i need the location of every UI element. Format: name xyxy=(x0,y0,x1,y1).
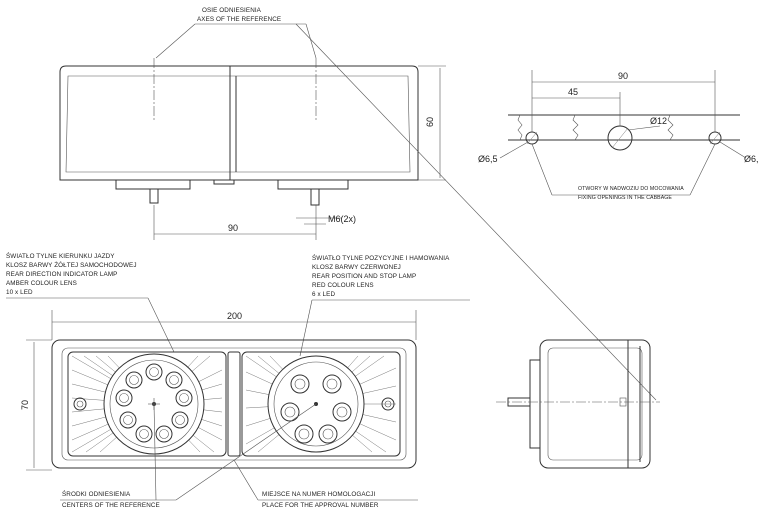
axes-label-en: AXES OF THE REFERENCE xyxy=(197,16,281,23)
centers-label-pl: ŚRODKI ODNIESIENIA xyxy=(62,489,131,498)
left-lens xyxy=(67,351,227,457)
right-led-cluster xyxy=(280,374,352,444)
centers-label-en: CENTERS OF THE REFERENCE xyxy=(62,502,160,509)
top-body-outline xyxy=(59,65,419,181)
dim-front-height: 70 xyxy=(20,400,30,410)
screw-left xyxy=(73,397,87,411)
svg-text:KLOSZ BARWY CZERWONEJ: KLOSZ BARWY CZERWONEJ xyxy=(312,264,401,271)
centers-leader xyxy=(153,403,157,501)
fixing-label-en: FIXING OPENINGS IN THE CABBAGE xyxy=(578,195,672,201)
top-inner-outline xyxy=(65,75,411,173)
right-lamp-description: ŚWIATŁO TYLNE POZYCYJNE I HAMOWANIA KLOS… xyxy=(299,253,470,357)
axis-leader-long xyxy=(295,23,657,401)
axes-label-pl: OSIE ODNIESIENIA xyxy=(202,7,262,14)
side-mount-pad xyxy=(529,359,541,449)
dim-thread: M6(2x) xyxy=(328,214,356,224)
front-view: 200 70 xyxy=(20,310,418,509)
svg-text:ŚWIATŁO TYLNE KIERUNKU JAZDY: ŚWIATŁO TYLNE KIERUNKU JAZDY xyxy=(6,251,115,260)
left-led-cluster xyxy=(115,363,193,443)
dim-top-height: 60 xyxy=(425,117,435,127)
svg-text:ŚWIATŁO TYLNE POZYCYJNE I HAMO: ŚWIATŁO TYLNE POZYCYJNE I HAMOWANIA xyxy=(312,253,450,262)
center-notch xyxy=(213,179,235,185)
axes-leader-right xyxy=(305,23,317,59)
fixing-cutout-view: 90 45 Ø12 Ø6,5 Ø6, OTWORY W NADWOZIU DO … xyxy=(478,70,759,201)
svg-text:10 x LED: 10 x LED xyxy=(6,289,33,296)
right-lamp-leader xyxy=(299,299,313,357)
dim-hole-left: Ø6,5 xyxy=(478,154,498,164)
side-body xyxy=(539,339,651,469)
right-lens xyxy=(241,351,401,457)
approval-leader xyxy=(233,459,259,501)
screw-right xyxy=(381,397,395,411)
mount-pad-right xyxy=(277,179,349,190)
stud-right xyxy=(310,188,320,206)
left-lamp-description: ŚWIATŁO TYLNE KIERUNKU JAZDY KLOSZ BARWY… xyxy=(6,251,175,353)
svg-text:KLOSZ BARWY ŻÓŁTEJ SAMOCHODOWE: KLOSZ BARWY ŻÓŁTEJ SAMOCHODOWEJ xyxy=(6,260,137,269)
axes-leader-left xyxy=(155,23,196,59)
left-lamp-leader xyxy=(147,297,175,353)
dim-front-width: 200 xyxy=(227,311,242,321)
top-view: 60 90 M6(2x) OSIE ODNIESIENIA AXES OF TH… xyxy=(59,7,446,240)
stud-left xyxy=(149,188,159,204)
svg-text:6 x LED: 6 x LED xyxy=(312,291,335,298)
svg-text:REAR POSITION AND STOP LAMP: REAR POSITION AND STOP LAMP xyxy=(312,273,416,280)
side-view xyxy=(496,339,660,469)
approval-label-en: PLACE FOR THE APPROVAL NUMBER xyxy=(262,502,379,509)
svg-text:REAR DIRECTION INDICATOR LAMP: REAR DIRECTION INDICATOR LAMP xyxy=(6,271,117,278)
svg-text:AMBER COLOUR LENS: AMBER COLOUR LENS xyxy=(6,280,77,287)
dim-hole-right: Ø6, xyxy=(744,154,759,164)
approval-label-pl: MIEJSCE NA NUMER HOMOLOGACJI xyxy=(262,491,376,498)
dim-hole-center: Ø12 xyxy=(650,116,667,126)
lens-divider xyxy=(227,351,241,457)
svg-text:RED COLOUR LENS: RED COLOUR LENS xyxy=(312,282,374,289)
mount-pad-left xyxy=(115,179,191,190)
fixing-label-pl: OTWORY W NADWOZIU DO MOCOWANIA xyxy=(578,186,684,192)
front-housing-outer xyxy=(51,339,417,469)
dim-top-spacing: 90 xyxy=(228,223,238,233)
dim-cut-half: 45 xyxy=(568,87,578,97)
dim-cut-total: 90 xyxy=(618,71,628,81)
